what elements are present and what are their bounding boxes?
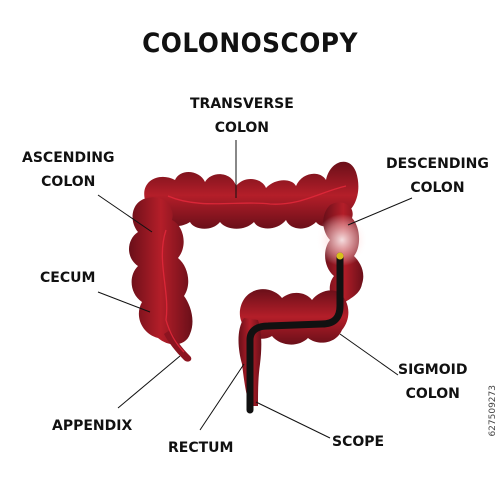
label-line: DESCENDING (386, 156, 489, 172)
leader-ascending (97, 194, 153, 233)
label-line: ASCENDING (22, 150, 115, 166)
leader-rectum (199, 363, 245, 431)
label-cecum: CECUM (40, 266, 95, 290)
label-line: APPENDIX (52, 418, 133, 434)
label-ascending-colon: ASCENDING COLON (22, 146, 115, 194)
transverse-colon-shape (144, 161, 359, 229)
label-line: COLON (410, 180, 465, 196)
leader-lines (97, 140, 413, 439)
leader-cecum (97, 291, 151, 313)
ascending-colon-shape (129, 197, 193, 362)
leader-scope (255, 401, 331, 439)
label-line: SCOPE (332, 434, 385, 450)
label-line: CECUM (40, 270, 96, 286)
label-rectum: RECTUM (168, 436, 233, 460)
label-scope: SCOPE (332, 430, 384, 454)
leader-appendix (117, 355, 181, 409)
label-appendix: APPENDIX (52, 414, 132, 438)
page-title: COLONOSCOPY (142, 28, 358, 59)
label-transverse-colon: TRANSVERSE COLON (190, 92, 294, 140)
label-line: SIGMOID (398, 362, 468, 378)
scope-light-glow (316, 214, 368, 266)
label-line: RECTUM (168, 440, 234, 456)
leader-sigmoid (339, 333, 399, 376)
vessel-lines (161, 185, 347, 353)
label-descending-colon: DESCENDING COLON (386, 152, 489, 200)
label-line: COLON (405, 386, 460, 402)
label-line: TRANSVERSE (190, 96, 294, 112)
stock-id: 627509273 (488, 385, 498, 437)
scope-tube (246, 252, 344, 414)
label-line: COLON (41, 174, 96, 190)
label-line: COLON (214, 120, 269, 136)
leader-descending (347, 197, 413, 226)
label-sigmoid-colon: SIGMOID COLON (398, 358, 467, 406)
sigmoid-colon-shape (239, 289, 349, 345)
